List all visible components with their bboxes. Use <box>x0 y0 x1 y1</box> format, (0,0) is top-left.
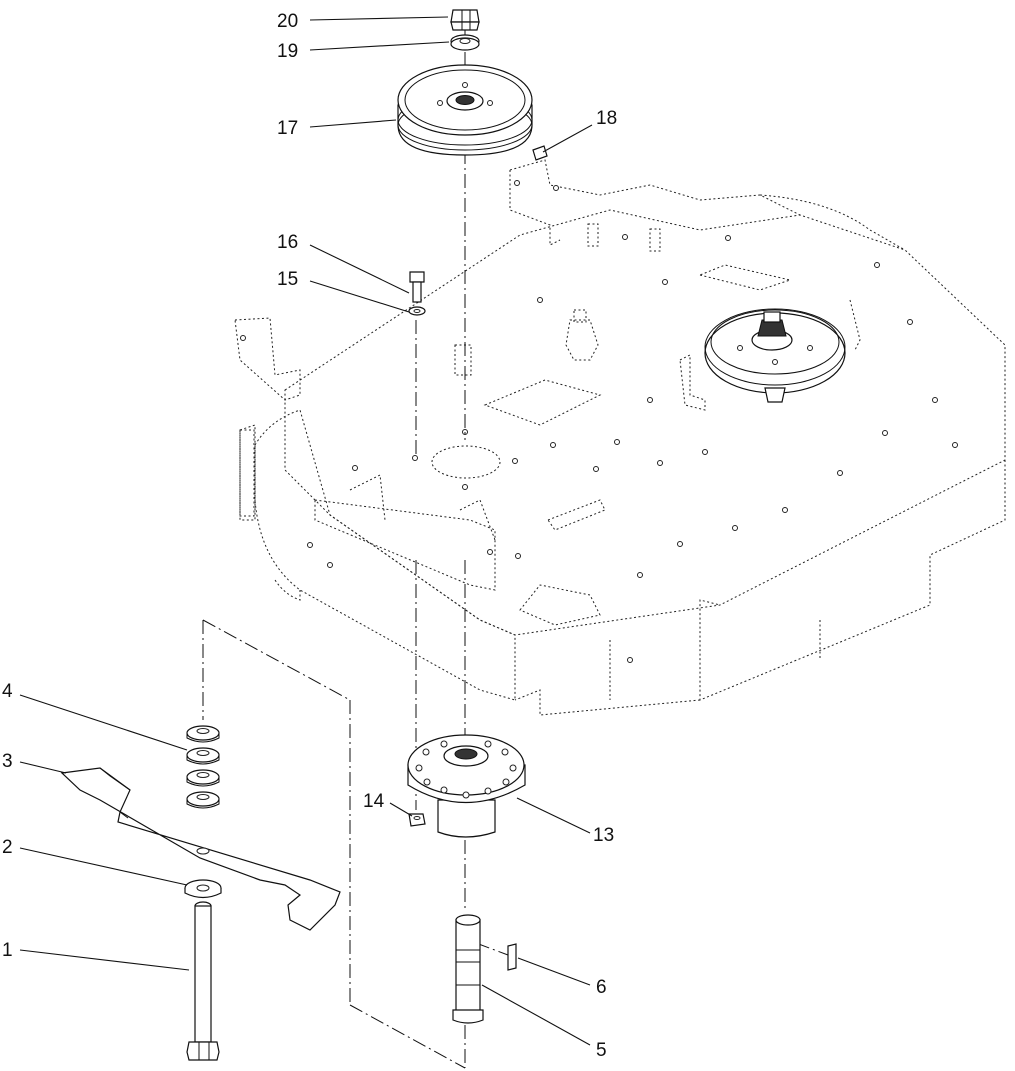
leader-lines <box>19 16 593 1046</box>
callout-15: 15 <box>277 269 298 290</box>
bolt-part-16 <box>409 271 425 303</box>
blade-bolt-part-1 <box>186 901 220 1061</box>
nut-part-20 <box>450 9 480 31</box>
callout-19: 19 <box>277 41 298 62</box>
callout-16: 16 <box>277 232 298 253</box>
mower-deck <box>234 159 1006 716</box>
key-part-6 <box>507 943 517 971</box>
spindle-pulley-part-17 <box>397 64 533 156</box>
callout-4: 4 <box>2 681 13 702</box>
callout-3: 3 <box>2 751 13 772</box>
deck-idler-pulley <box>704 308 846 403</box>
spacers-part-4 <box>186 725 220 809</box>
spindle-housing-part-13 <box>407 734 526 838</box>
callout-14: 14 <box>363 791 385 812</box>
callout-numbers: 20 19 17 18 16 15 4 3 2 1 14 13 6 5 <box>2 11 617 1061</box>
key-part-18 <box>532 145 548 161</box>
washer-part-19 <box>450 34 480 51</box>
callout-17: 17 <box>277 118 298 139</box>
callout-1: 1 <box>2 940 13 961</box>
callout-13: 13 <box>593 825 614 846</box>
callout-2: 2 <box>2 837 13 858</box>
callout-20: 20 <box>277 11 298 32</box>
spindle-shaft-part-5 <box>452 914 484 1024</box>
callout-18: 18 <box>596 108 617 129</box>
blade-part-3 <box>60 767 341 931</box>
washer-part-2 <box>184 879 222 899</box>
washer-part-15 <box>408 306 426 316</box>
callout-6: 6 <box>596 977 607 998</box>
center-axis-lines <box>202 28 509 1069</box>
callout-5: 5 <box>596 1040 607 1061</box>
nut-part-14 <box>408 813 426 827</box>
